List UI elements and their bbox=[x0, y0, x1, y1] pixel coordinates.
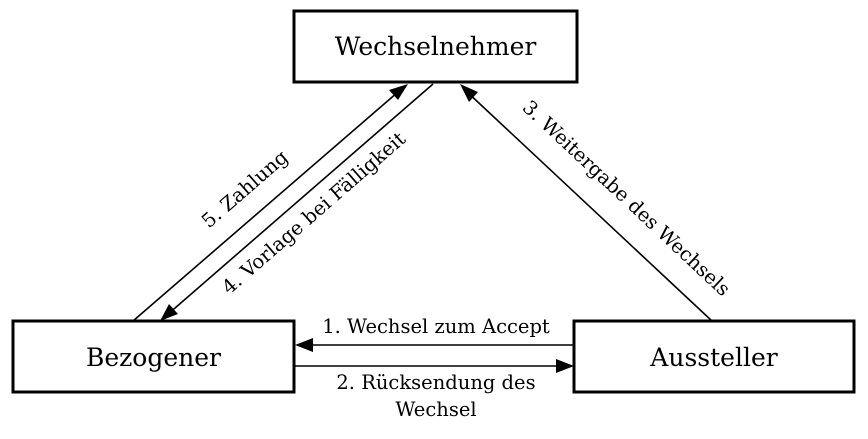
edge-3-label: 3. Weitergabe des Wechsels bbox=[518, 96, 735, 301]
edge-5-line bbox=[132, 91, 399, 322]
edge-5-label: 5. Zahlung bbox=[197, 146, 292, 233]
node-wechselnehmer-label: Wechselnehmer bbox=[335, 32, 537, 61]
node-bezogener-label: Bezogener bbox=[86, 343, 221, 372]
edge-3-line bbox=[464, 89, 713, 322]
edge-4-arrowhead bbox=[160, 304, 178, 321]
edge-3-arrowhead bbox=[460, 84, 478, 102]
node-wechselnehmer: Wechselnehmer bbox=[292, 9, 579, 84]
edge-3: 3. Weitergabe des Wechsels bbox=[460, 84, 735, 322]
edge-2-label-line1: 2. Rücksendung des bbox=[336, 371, 535, 394]
edge-1-arrowhead bbox=[295, 338, 313, 352]
edge-5-arrowhead bbox=[389, 84, 408, 100]
node-aussteller: Aussteller bbox=[572, 319, 856, 394]
edge-4-label: 4. Vorlage bei Fälligkeit bbox=[217, 127, 410, 299]
node-aussteller-box bbox=[572, 319, 856, 394]
edge-2-label-line2: Wechsel bbox=[395, 398, 476, 421]
edge-1: 1. Wechsel zum Accept bbox=[295, 315, 574, 352]
edge-5: 5. Zahlung bbox=[132, 84, 408, 322]
edge-2-arrowhead bbox=[556, 359, 574, 373]
edge-2: 2. Rücksendung des Wechsel bbox=[294, 359, 574, 421]
node-bezogener: Bezogener bbox=[11, 319, 296, 394]
node-bezogener-box bbox=[11, 319, 296, 394]
edge-4: 4. Vorlage bei Fälligkeit bbox=[160, 83, 434, 321]
edge-4-line bbox=[166, 83, 434, 316]
node-wechselnehmer-box bbox=[292, 9, 579, 84]
node-aussteller-label: Aussteller bbox=[649, 343, 777, 372]
edge-1-label: 1. Wechsel zum Accept bbox=[322, 315, 550, 338]
